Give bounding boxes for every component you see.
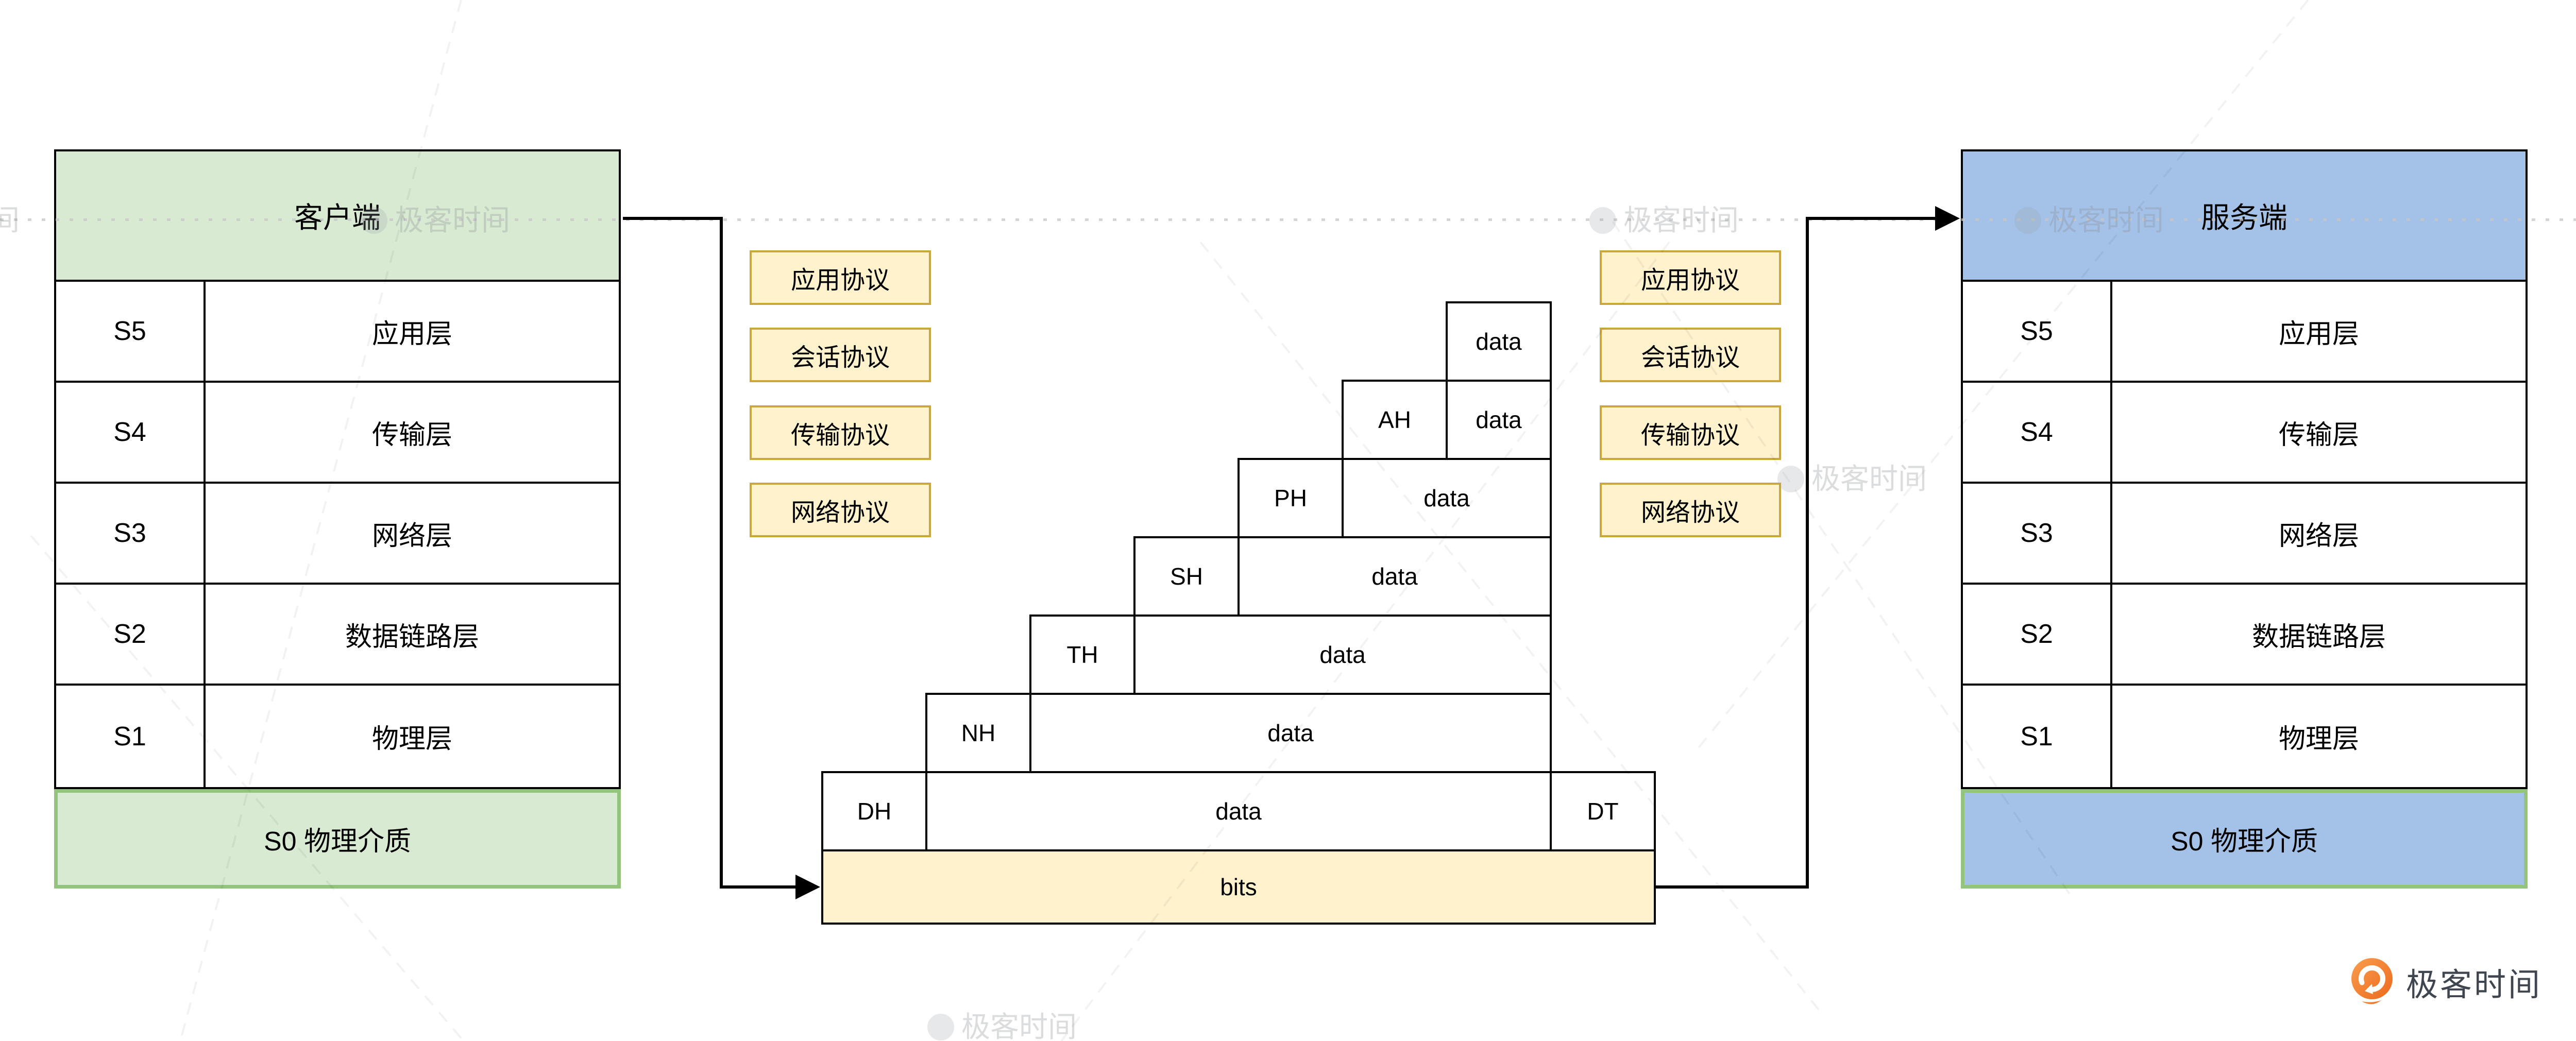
watermark-text: 极客时间 <box>2048 204 2164 236</box>
server-table: 服务端 S5 应用层 S4 传输层 S3 网络层 S2 数据链路层 S1 物理层 <box>1961 149 2528 789</box>
server-row-s5: S5 应用层 <box>1963 282 2526 383</box>
watermark-text: 间 <box>0 204 20 236</box>
watermark-logo-icon <box>1777 466 1804 492</box>
encap-data-top: data <box>1446 301 1552 382</box>
encap-header-ah: AH <box>1342 380 1448 460</box>
watermark-logo-icon <box>927 1014 954 1040</box>
client-s0-physical-medium: S0 物理介质 <box>54 789 621 889</box>
watermark-text: 极客时间 <box>1811 463 1927 495</box>
watermark-stamp-partial: 间 <box>0 204 20 237</box>
encap-data-th: data <box>1133 615 1552 695</box>
geektime-logo-text: 极客时间 <box>2406 967 2543 1003</box>
layer-name: 数据链路层 <box>2251 622 2386 652</box>
layer-code: S1 <box>1963 686 2112 787</box>
protocol-label-network-left: 网络协议 <box>750 483 931 537</box>
encap-trailer-dt: DT <box>1550 771 1656 851</box>
protocol-label-transport-left: 传输协议 <box>750 405 931 460</box>
watermark-logo-icon <box>1589 207 1616 234</box>
client-row-s4: S4 传输层 <box>56 383 619 484</box>
layer-code: S2 <box>56 585 206 684</box>
encap-data-dh: data <box>925 771 1552 851</box>
client-row-s2: S2 数据链路层 <box>56 585 619 686</box>
client-table: 客户端 S5 应用层 S4 传输层 S3 网络层 S2 数据链路层 S1 物理层 <box>54 149 621 789</box>
encap-header-dh: DH <box>821 771 927 851</box>
protocol-label-application-right: 应用协议 <box>1600 250 1781 305</box>
layer-code: S3 <box>1963 484 2112 583</box>
server-s0-physical-medium: S0 物理介质 <box>1961 789 2528 889</box>
watermark-text: 极客时间 <box>1623 204 1739 236</box>
geektime-logo: 极客时间 <box>2349 957 2542 1006</box>
protocol-label-application-left: 应用协议 <box>750 250 931 305</box>
server-table-header: 服务端 <box>1963 151 2526 282</box>
bits-box: bits <box>821 849 1656 925</box>
server-row-s3: S3 网络层 <box>1963 484 2526 585</box>
watermark-logo-icon <box>2014 207 2041 234</box>
server-row-s4: S4 传输层 <box>1963 383 2526 484</box>
geektime-logo-icon <box>2351 958 2393 1004</box>
layer-name: 传输层 <box>371 420 452 450</box>
watermark-logo-icon <box>361 207 387 234</box>
encap-data-ah: data <box>1446 380 1552 460</box>
client-row-s5: S5 应用层 <box>56 282 619 383</box>
encap-header-th: TH <box>1029 615 1136 695</box>
layer-name: 数据链路层 <box>345 622 479 652</box>
layer-name: 网络层 <box>371 521 452 551</box>
watermark-stamp: 极客时间 <box>1589 204 1739 237</box>
watermark-stamp: 极客时间 <box>927 1011 1077 1041</box>
layer-name: 应用层 <box>2278 319 2359 349</box>
client-row-s1: S1 物理层 <box>56 686 619 787</box>
client-to-bits-arrowhead <box>795 875 820 899</box>
client-to-bits-arrow-line <box>623 217 798 889</box>
layer-code: S3 <box>56 484 206 583</box>
encap-header-nh: NH <box>925 693 1031 773</box>
layer-name: 物理层 <box>371 724 452 754</box>
client-title: 客户端 <box>294 201 381 234</box>
layer-code: S2 <box>1963 585 2112 684</box>
protocol-label-network-right: 网络协议 <box>1600 483 1781 537</box>
protocol-label-session-left: 会话协议 <box>750 328 931 382</box>
layer-code: S5 <box>1963 282 2112 381</box>
server-row-s1: S1 物理层 <box>1963 686 2526 787</box>
watermark-stamp: 极客时间 <box>1777 463 1927 496</box>
layer-code: S1 <box>56 686 206 787</box>
watermark-text: 极客时间 <box>961 1011 1077 1041</box>
client-row-s3: S3 网络层 <box>56 484 619 585</box>
protocol-label-session-right: 会话协议 <box>1600 328 1781 382</box>
server-row-s2: S2 数据链路层 <box>1963 585 2526 686</box>
encap-data-sh: data <box>1238 536 1552 617</box>
encap-header-sh: SH <box>1133 536 1240 617</box>
layer-name: 网络层 <box>2278 521 2359 551</box>
layer-code: S4 <box>1963 383 2112 482</box>
watermark-stamp: 极客时间 <box>2014 204 2164 237</box>
layer-code: S5 <box>56 282 206 381</box>
layer-code: S4 <box>56 383 206 482</box>
bits-to-server-arrow-line <box>1656 217 1937 889</box>
encap-data-nh: data <box>1029 693 1552 773</box>
encap-data-ph: data <box>1342 458 1552 538</box>
server-title: 服务端 <box>2201 201 2287 234</box>
encap-header-ph: PH <box>1238 458 1344 538</box>
protocol-label-transport-right: 传输协议 <box>1600 405 1781 460</box>
client-table-header: 客户端 <box>56 151 619 282</box>
layer-name: 应用层 <box>371 319 452 349</box>
watermark-dotted-line <box>0 218 2576 221</box>
layer-name: 传输层 <box>2278 420 2359 450</box>
layer-name: 物理层 <box>2278 724 2359 754</box>
watermark-stamp: 极客时间 <box>361 204 510 237</box>
watermark-text: 极客时间 <box>395 204 510 236</box>
